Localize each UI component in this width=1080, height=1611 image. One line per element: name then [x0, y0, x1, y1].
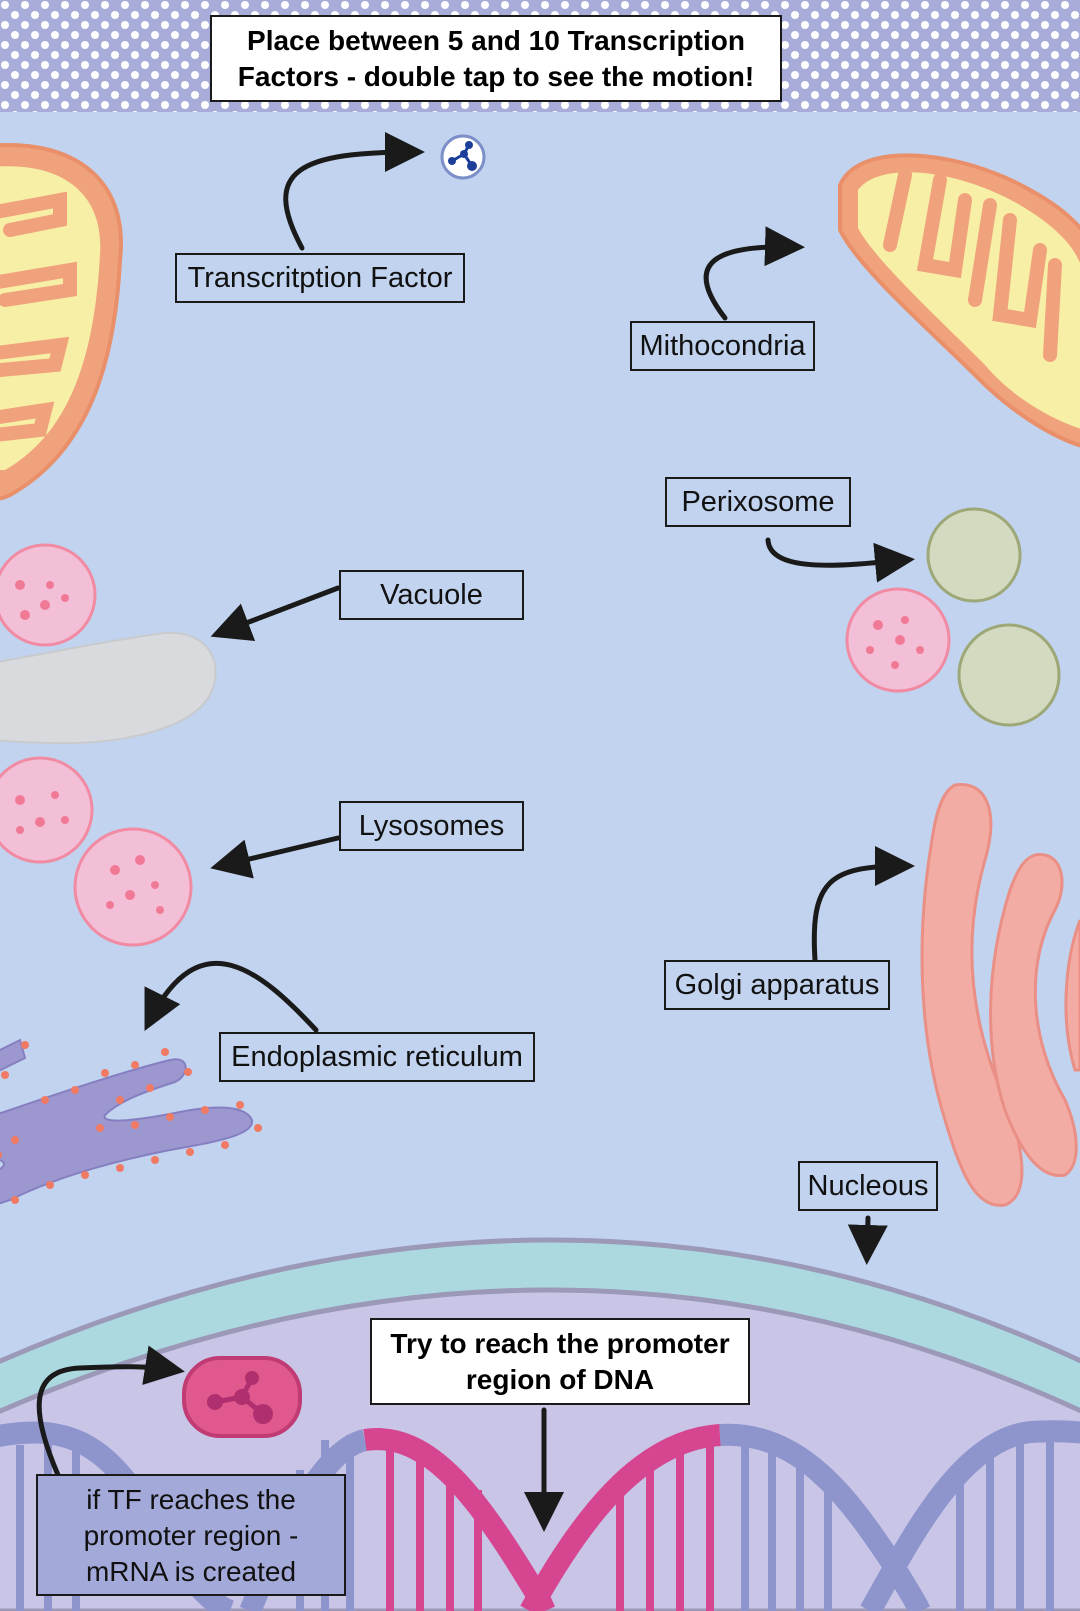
instruction-banner: Place between 5 and 10 Transcription Fac… [210, 15, 782, 102]
promoter-goal-line-2: region of DNA [465, 1364, 655, 1395]
label-transcription-factor: Transcritption Factor [175, 253, 465, 303]
lysosome-group-left [0, 543, 193, 947]
promoter-goal-banner: Try to reach the promoter region of DNA [370, 1318, 750, 1405]
arrow-lysosomes [210, 835, 341, 879]
mrna-note-line-3: mRNA is created [85, 1556, 297, 1587]
peroxisome-group [926, 507, 1061, 727]
arrow-er [144, 960, 319, 1033]
label-mitochondria: Mithocondria [630, 321, 815, 371]
instruction-line-1: Place between 5 and 10 Transcription [247, 25, 745, 56]
mrna-icon [182, 1356, 302, 1438]
golgi-apparatus [920, 782, 1080, 1207]
lysosome-right [845, 587, 951, 693]
label-golgi-apparatus: Golgi apparatus [664, 960, 890, 1010]
arrow-nucleus [847, 1215, 888, 1265]
arrow-mrna [36, 1345, 185, 1478]
transcription-factor-icon[interactable] [440, 134, 486, 180]
mrna-result-note: if TF reaches the promoter region - mRNA… [36, 1474, 346, 1596]
label-vacuole: Vacuole [339, 570, 524, 620]
label-nucleus: Nucleous [798, 1161, 938, 1211]
instruction-line-2: Factors - double tap to see the motion! [237, 61, 755, 92]
label-perixosome: Perixosome [665, 477, 851, 527]
arrow-vacuole [210, 585, 341, 641]
endoplasmic-reticulum [0, 1038, 262, 1205]
label-lysosomes: Lysosomes [339, 801, 524, 851]
mitochondrion-left [0, 142, 123, 501]
mrna-note-line-1: if TF reaches the [86, 1484, 296, 1515]
arrow-mitochondria [703, 226, 805, 321]
mrna-note-line-2: promoter region - [83, 1520, 299, 1551]
label-endoplasmic-reticulum: Endoplasmic reticulum [219, 1032, 535, 1082]
pointer-arrows [36, 132, 915, 1532]
promoter-goal-line-1: Try to reach the promoter [390, 1328, 730, 1359]
arrow-transcription-factor [283, 132, 425, 251]
vacuole [0, 631, 217, 745]
mitochondrion-right [838, 153, 1080, 448]
arrow-perixosome [765, 537, 915, 583]
arrow-golgi [811, 846, 915, 963]
